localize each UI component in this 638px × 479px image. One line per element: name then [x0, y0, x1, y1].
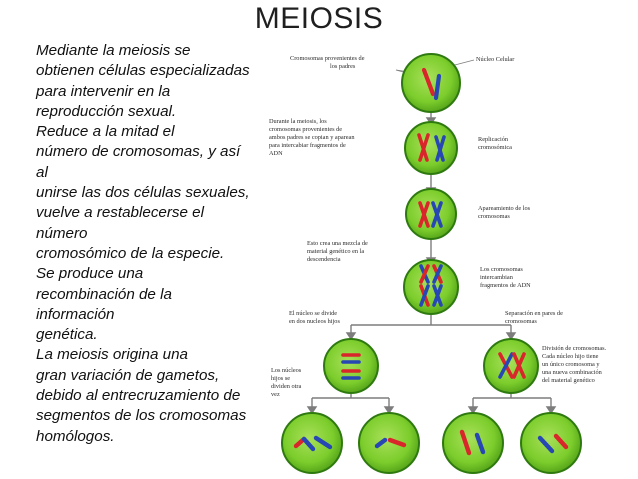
label-nuclei-3: dividen otra [271, 383, 301, 390]
label-divides-2: en dos nucleos hijos [289, 318, 340, 325]
gamete-4 [521, 413, 581, 473]
label-exchange-1: Los cromosomas [480, 266, 523, 273]
label-division-1: División de cromosomas. [542, 345, 607, 352]
label-replication-1: Replicación [478, 136, 509, 143]
label-pairing-1: Apareamiento de los [478, 205, 531, 212]
label-division-2: Cada núcleo hijo tiene [542, 353, 599, 360]
label-divides-1: El núcleo se divide [289, 310, 337, 317]
label-mix-3: descendencia [307, 256, 341, 263]
label-nuclei-4: vez [271, 391, 280, 398]
label-during-3: ambos padres se copian y aparean [269, 134, 355, 141]
label-nucleus: Núcleo Celular [476, 56, 515, 63]
gamete-3 [443, 413, 503, 473]
label-replication-2: cromosómica [478, 144, 512, 151]
label-nuclei-2: hijos se [271, 375, 290, 382]
cell-replication [405, 122, 457, 174]
label-exchange-3: fragmentos de ADN [480, 282, 531, 289]
label-division-5: del material genético [542, 377, 595, 384]
label-parents-2: los padres [330, 63, 356, 70]
label-mix-2: material genético en la [307, 248, 364, 255]
label-during-4: para intercabiar fragmentos de [269, 142, 346, 149]
label-parents-1: Cromosomas provenientes de [290, 55, 365, 62]
cell-daughter-left [324, 339, 378, 393]
cell-daughter-right [484, 339, 538, 393]
label-division-3: un único cromosoma y [542, 361, 600, 368]
label-mix-1: Esto crea una mezcla de [307, 240, 368, 247]
label-during-2: cromosomas provenientes de [269, 126, 342, 133]
label-exchange-2: intercambian [480, 274, 514, 281]
gamete-2 [359, 413, 419, 473]
cell-exchange [404, 260, 458, 314]
label-division-4: una nueva combinación [542, 369, 603, 376]
label-during-5: ADN [269, 150, 283, 157]
label-nuclei-1: Los núcleos [271, 367, 302, 374]
label-separation-2: cromosomas [505, 318, 537, 325]
label-pairing-2: cromosomas [478, 213, 510, 220]
label-separation-1: Separación en pares de [505, 310, 563, 317]
gamete-1 [282, 413, 342, 473]
label-during-1: Durante la meiosis, los [269, 118, 327, 125]
cell-pairing [406, 189, 456, 239]
